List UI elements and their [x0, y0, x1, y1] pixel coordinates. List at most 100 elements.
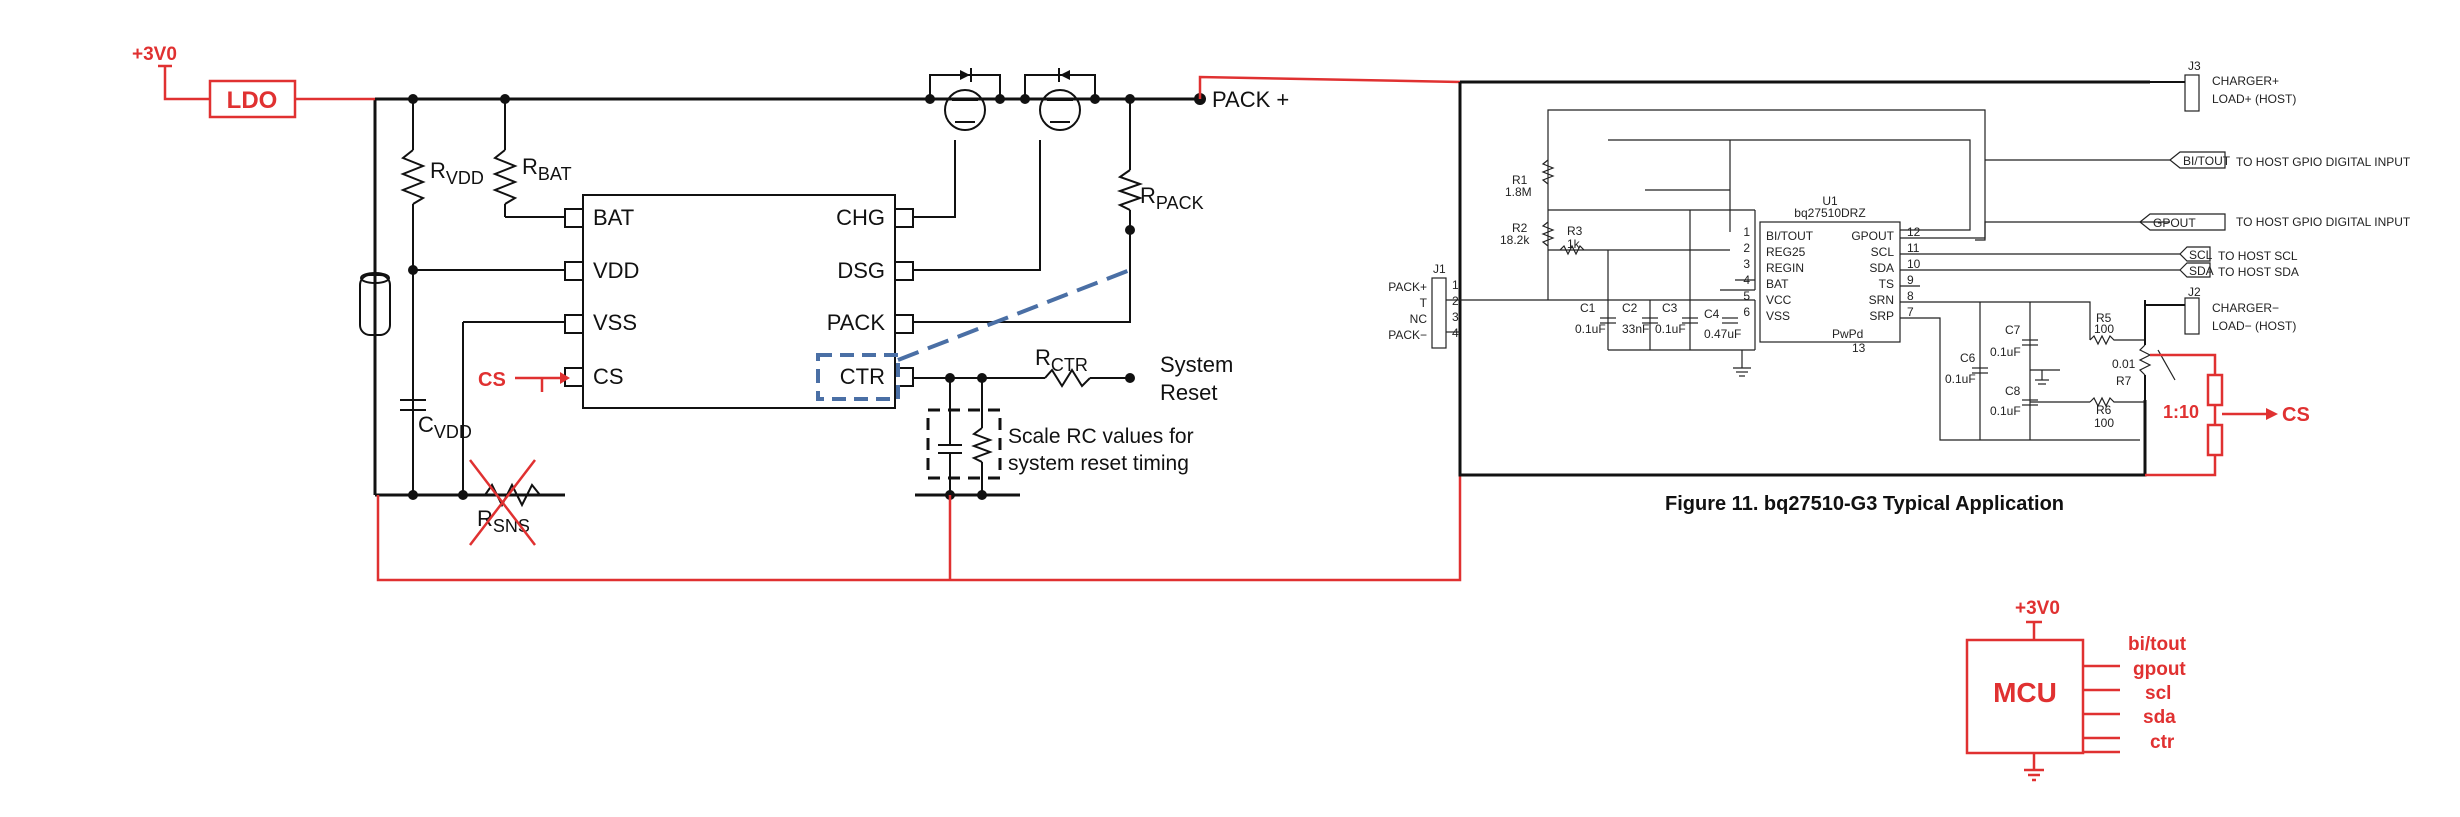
u1-num-10: 10	[1907, 257, 1921, 271]
left-circuit: PACK + RVDD RBAT RPACK CVDD RSNS RCTR BA…	[359, 68, 1289, 536]
u1-pad-num: 13	[1852, 341, 1866, 355]
j1-num-3: 3	[1452, 310, 1459, 324]
j3-label: J3	[2188, 59, 2201, 73]
figure-caption: Figure 11. bq27510-G3 Typical Applicatio…	[1665, 493, 2064, 515]
c3-label: C3	[1662, 301, 1678, 315]
r5-label: R5	[2096, 311, 2112, 325]
r-vdd-label: RVDD	[430, 158, 484, 188]
mcu-pin-ctr: ctr	[2150, 732, 2175, 753]
u1-body	[1759, 221, 1901, 343]
u1-num-11: 11	[1907, 241, 1920, 255]
u1-pin-bat: BAT	[1766, 277, 1789, 291]
ctr-highlight-box	[816, 353, 900, 401]
sda-tag: SDA	[2189, 264, 2214, 278]
u1-pin-regin: REGIN	[1766, 261, 1804, 275]
supply-label-left: +3V0	[132, 44, 177, 65]
r6-value: 100	[2094, 416, 2114, 430]
pin-bat: BAT	[593, 205, 634, 230]
c6-label: C6	[1960, 351, 1976, 365]
sda-destination: TO HOST SDA	[2218, 265, 2299, 279]
c8-label: C8	[2005, 384, 2021, 398]
r6-label: R6	[2096, 403, 2112, 417]
r7-label: R7	[2116, 374, 2132, 388]
j1-pin-pack-plus: PACK+	[1388, 280, 1427, 294]
j1-num-4: 4	[1452, 326, 1459, 340]
j1-num-1: 1	[1452, 278, 1459, 292]
gauge-ic-body	[582, 194, 896, 409]
cs-input-label: CS	[478, 369, 506, 391]
cs-output-label: CS	[2282, 404, 2310, 426]
r1-label: R1	[1512, 173, 1528, 187]
u1-pin-sda: SDA	[1869, 261, 1894, 275]
r-ctr-label: RCTR	[1035, 345, 1088, 375]
r3-label: R3	[1567, 224, 1583, 238]
c4-value: 0.47uF	[1704, 327, 1741, 341]
u1-part: bq27510DRZ	[1794, 206, 1865, 220]
mcu-pin-bi-tout: bi/tout	[2128, 634, 2187, 655]
scale-note-line-2: system reset timing	[1008, 452, 1189, 475]
u1-pin-bi-tout: BI/TOUT	[1766, 229, 1814, 243]
u1-pin-srp: SRP	[1869, 309, 1894, 323]
j2-label: J2	[2188, 285, 2201, 299]
r7-value: 0.01	[2112, 357, 2136, 371]
red-annotations-right: 1:10 CS	[2145, 353, 2310, 477]
u1-label: U1	[1822, 194, 1838, 208]
r-sns-label: RSNS	[477, 506, 530, 536]
u1-num-4: 4	[1743, 273, 1750, 287]
mcu-box	[1965, 638, 2085, 755]
pin-vdd: VDD	[593, 258, 639, 283]
scl-destination: TO HOST SCL	[2218, 249, 2298, 263]
system-reset-label-2: Reset	[1160, 380, 1217, 405]
bi-tout-destination: TO HOST GPIO DIGITAL INPUT	[2236, 155, 2411, 169]
u1-pad-label: PwPd	[1832, 327, 1863, 341]
c2-label: C2	[1622, 301, 1638, 315]
u1-pin-vcc: VCC	[1766, 293, 1792, 307]
mcu-supply-label: +3V0	[2015, 598, 2060, 619]
r1-value: 1.8M	[1505, 185, 1532, 199]
r-pack-label: RPACK	[1140, 183, 1204, 213]
ldo-label: LDO	[227, 87, 278, 114]
mcu-label: MCU	[1993, 677, 2057, 708]
pin-pack: PACK	[827, 310, 886, 335]
mcu-pin-gpout: gpout	[2133, 659, 2186, 680]
c3-value: 0.1uF	[1655, 322, 1686, 336]
u1-num-7: 7	[1907, 305, 1914, 319]
c7-label: C7	[2005, 323, 2021, 337]
r2-value: 18.2k	[1500, 233, 1530, 247]
u1-num-3: 3	[1743, 257, 1750, 271]
u1-num-5: 5	[1743, 289, 1750, 303]
j1-pin-t: T	[1420, 296, 1428, 310]
j1-num-2: 2	[1452, 294, 1459, 308]
system-reset-label: System	[1160, 352, 1233, 377]
scale-note-line-1: Scale RC values for	[1008, 425, 1194, 448]
u1-num-8: 8	[1907, 289, 1914, 303]
u1-pin-vss: VSS	[1766, 309, 1790, 323]
right-schematic: J3 CHARGER+ LOAD+ (HOST) J1 PACK+ T NC P…	[1388, 59, 2411, 515]
red-annotations-left: +3V0 LDO CS	[132, 44, 1462, 582]
c1-value: 0.1uF	[1575, 322, 1606, 336]
mcu-block: +3V0 MCU bi/tout gpout scl sda ctr	[1965, 598, 2187, 782]
pin-dsg: DSG	[837, 258, 885, 283]
u1-num-6: 6	[1743, 305, 1750, 319]
r3-value: 1k	[1567, 237, 1581, 251]
load-minus-label: LOAD− (HOST)	[2212, 319, 2296, 333]
c-vdd-label: CVDD	[418, 412, 472, 442]
scl-tag: SCL	[2189, 248, 2213, 262]
c2-value: 33nF	[1622, 322, 1649, 336]
mcu-pin-scl: scl	[2145, 683, 2171, 704]
u1-pin-gpout: GPOUT	[1851, 229, 1894, 243]
u1-num-1: 1	[1743, 225, 1750, 239]
load-plus-label: LOAD+ (HOST)	[2212, 92, 2296, 106]
u1-pin-reg25: REG25	[1766, 245, 1806, 259]
u1-pin-scl: SCL	[1871, 245, 1895, 259]
pin-cs: CS	[593, 364, 624, 389]
bi-tout-tag: BI/TOUT	[2183, 154, 2231, 168]
charger-minus-label: CHARGER−	[2212, 301, 2279, 315]
pin-chg: CHG	[836, 205, 885, 230]
u1-num-9: 9	[1907, 273, 1914, 287]
pin-vss: VSS	[593, 310, 637, 335]
mcu-pin-sda: sda	[2143, 707, 2176, 728]
c8-value: 0.1uF	[1990, 404, 2021, 418]
u1-pin-ts: TS	[1879, 277, 1894, 291]
